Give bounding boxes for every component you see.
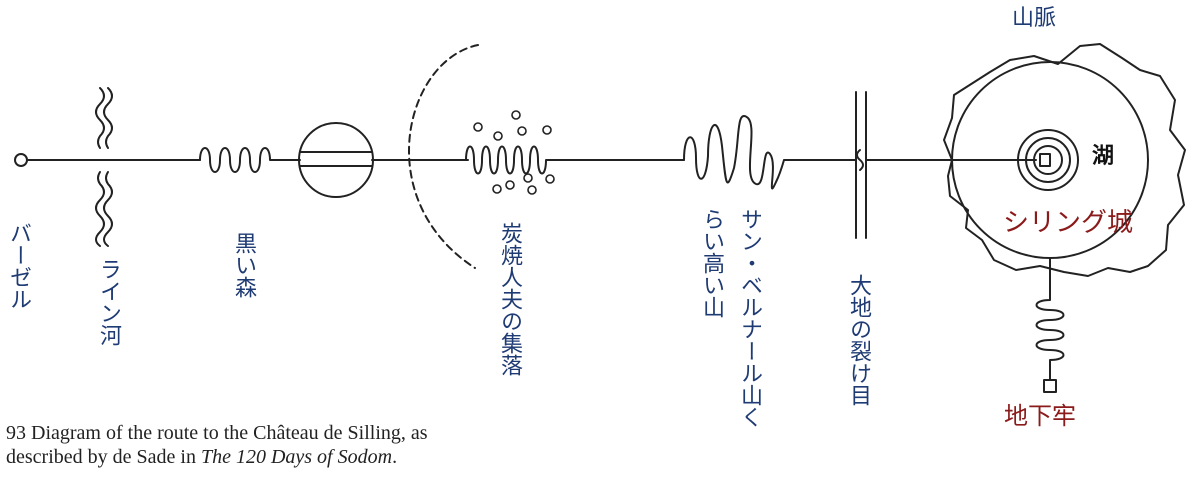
label-castle: シリング城 (1003, 208, 1134, 238)
label-mountains: 山脈 (1012, 6, 1057, 31)
dashed-boundary (408, 44, 479, 269)
black-forest-path (199, 147, 301, 173)
label-st-bernard-2: らい高い山 (699, 208, 724, 318)
label-rhine: ライン河 (96, 258, 121, 346)
label-lake: 湖 (1092, 144, 1115, 169)
mountain-range (943, 43, 1186, 277)
rhine-river (95, 87, 113, 247)
charcoal-village-path (465, 145, 685, 175)
label-st-bernard-1: サン・ベルナール山く (737, 208, 762, 428)
dungeon-path (1035, 277, 1065, 381)
caption-text: 93 Diagram of the route to the Château d… (6, 422, 428, 468)
label-black-forest: 黒い森 (231, 232, 256, 298)
basel-marker (14, 153, 28, 167)
lake-rings (1017, 129, 1079, 191)
st-bernard-path (683, 115, 856, 190)
label-dungeon: 地下牢 (1004, 402, 1076, 430)
label-charcoal-village: 炭焼人夫の集落 (497, 222, 522, 376)
caption-book-title: The 120 Days of Sodom (200, 446, 393, 468)
label-basel: バーゼル (6, 222, 31, 310)
gate-circle (298, 122, 374, 198)
earth-crack (855, 91, 867, 239)
caption-end: . (392, 446, 398, 468)
dungeon-box (1043, 379, 1057, 393)
label-earth-crack: 大地の裂け目 (846, 274, 871, 406)
figure-caption: 93 Diagram of the route to the Château d… (6, 421, 466, 469)
village-huts (473, 110, 555, 195)
